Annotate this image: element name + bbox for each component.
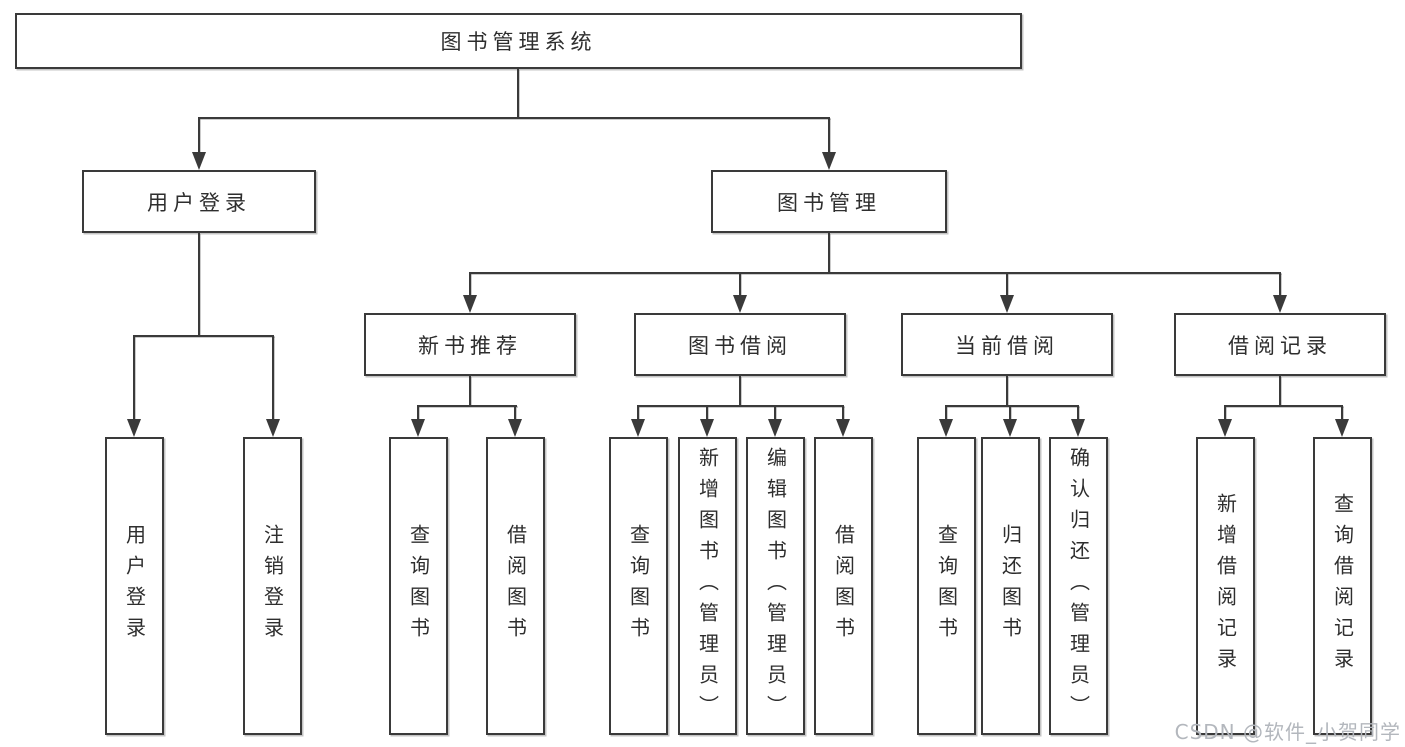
- leaf-add-borrow-record-label: 新增借阅记录: [1213, 493, 1238, 679]
- leaf-edit-books: 编辑图书（管理员）: [746, 437, 805, 735]
- arrowhead-leaf-query-borrow-record-icon: [1335, 419, 1349, 437]
- arrowhead-book-borrow-icon: [733, 295, 747, 313]
- arrowhead-leaf-borrow-books-a-icon: [508, 419, 522, 437]
- arrowhead-book-management-icon: [822, 152, 836, 170]
- leaf-query-borrow-record-label: 查询借阅记录: [1330, 493, 1355, 679]
- watermark: CSDN @软件_小贺同学: [1174, 720, 1401, 744]
- leaf-borrow-books-a: 借阅图书: [486, 437, 545, 735]
- arrowhead-leaf-query-books-a-icon: [411, 419, 425, 437]
- leaf-query-books-c-label: 查询图书: [934, 524, 959, 648]
- arrowhead-leaf-query-books-b-icon: [631, 419, 645, 437]
- edge-to-book-borrow: [739, 273, 741, 296]
- leaf-borrow-books-b: 借阅图书: [814, 437, 873, 735]
- edge-to-leaf-return-books: [1009, 406, 1011, 419]
- edge-to-leaf-query-books-a: [417, 406, 419, 419]
- edge-to-leaf-borrow-books-a: [514, 406, 516, 419]
- arrowhead-leaf-add-books-icon: [700, 419, 714, 437]
- leaf-logout: 注销登录: [243, 437, 302, 735]
- edge-new-book-recommend-bar: [417, 405, 517, 407]
- leaf-confirm-return: 确认归还（管理员）: [1049, 437, 1108, 735]
- edge-to-leaf-add-books: [706, 406, 708, 419]
- leaf-query-books-c: 查询图书: [917, 437, 976, 735]
- edge-level3-bar: [469, 272, 1281, 274]
- leaf-query-borrow-record: 查询借阅记录: [1313, 437, 1372, 735]
- leaf-logout-label: 注销登录: [260, 524, 285, 648]
- arrowhead-leaf-query-books-c-icon: [939, 419, 953, 437]
- edge-current-borrow-bar: [945, 405, 1079, 407]
- edge-level2-bar: [198, 117, 830, 119]
- leaf-add-books-label: 新增图书（管理员）: [695, 446, 720, 726]
- edge-to-leaf-user-login: [133, 336, 135, 419]
- edge-user-login-drop: [198, 233, 200, 336]
- edge-to-leaf-add-borrow-record: [1224, 406, 1226, 419]
- arrowhead-leaf-add-borrow-record-icon: [1218, 419, 1232, 437]
- leaf-query-books-b: 查询图书: [609, 437, 668, 735]
- arrowhead-leaf-borrow-books-b-icon: [836, 419, 850, 437]
- edge-book-borrow-drop: [739, 376, 741, 406]
- edge-to-leaf-query-books-b: [637, 406, 639, 419]
- edge-book-management-drop: [828, 233, 830, 273]
- edge-to-leaf-query-books-c: [945, 406, 947, 419]
- arrowhead-borrow-records-icon: [1273, 295, 1287, 313]
- edge-to-current-borrow: [1006, 273, 1008, 296]
- arrowhead-leaf-logout-icon: [266, 419, 280, 437]
- edge-root-drop: [517, 69, 519, 118]
- node-root: 图书管理系统: [15, 13, 1022, 69]
- arrowhead-user-login-icon: [192, 152, 206, 170]
- edge-borrow-records-bar: [1224, 405, 1343, 407]
- edge-to-borrow-records: [1279, 273, 1281, 296]
- edge-borrow-records-drop: [1279, 376, 1281, 406]
- leaf-add-borrow-record: 新增借阅记录: [1196, 437, 1255, 735]
- leaf-edit-books-label: 编辑图书（管理员）: [763, 446, 788, 726]
- leaf-borrow-books-b-label: 借阅图书: [831, 524, 856, 648]
- leaf-return-books-label: 归还图书: [998, 524, 1023, 648]
- node-book-borrow-label: 图书借阅: [688, 333, 792, 358]
- edge-book-borrow-bar: [637, 405, 844, 407]
- node-new-book-recommend: 新书推荐: [364, 313, 576, 376]
- leaf-query-books-a: 查询图书: [389, 437, 448, 735]
- leaf-user-login-label: 用户登录: [122, 524, 147, 648]
- node-current-borrow: 当前借阅: [901, 313, 1113, 376]
- node-book-borrow: 图书借阅: [634, 313, 846, 376]
- edge-to-book-management: [828, 118, 830, 152]
- node-user-login: 用户登录: [82, 170, 316, 233]
- node-user-login-label: 用户登录: [147, 190, 251, 215]
- node-root-label: 图书管理系统: [440, 30, 597, 54]
- arrowhead-leaf-return-books-icon: [1003, 419, 1017, 437]
- node-book-management-label: 图书管理: [777, 190, 881, 215]
- edge-to-leaf-edit-books: [774, 406, 776, 419]
- leaf-return-books: 归还图书: [981, 437, 1040, 735]
- arrowhead-leaf-edit-books-icon: [768, 419, 782, 437]
- node-new-book-recommend-label: 新书推荐: [418, 333, 522, 358]
- leaf-borrow-books-a-label: 借阅图书: [503, 524, 528, 648]
- edge-to-leaf-query-borrow-record: [1341, 406, 1343, 419]
- edge-user-login-bar: [133, 335, 274, 337]
- edge-new-book-recommend-drop: [469, 376, 471, 406]
- leaf-confirm-return-label: 确认归还（管理员）: [1066, 446, 1091, 726]
- edge-to-leaf-confirm-return: [1077, 406, 1079, 419]
- edge-to-leaf-logout: [272, 336, 274, 419]
- leaf-query-books-a-label: 查询图书: [406, 524, 431, 648]
- leaf-user-login: 用户登录: [105, 437, 164, 735]
- edge-to-new-book-recommend: [469, 273, 471, 296]
- leaf-add-books: 新增图书（管理员）: [678, 437, 737, 735]
- arrowhead-leaf-confirm-return-icon: [1071, 419, 1085, 437]
- edge-to-leaf-borrow-books-b: [842, 406, 844, 419]
- arrowhead-leaf-user-login-icon: [127, 419, 141, 437]
- leaf-query-books-b-label: 查询图书: [626, 524, 651, 648]
- edge-to-user-login: [198, 118, 200, 152]
- arrowhead-new-book-recommend-icon: [463, 295, 477, 313]
- node-borrow-records-label: 借阅记录: [1228, 333, 1332, 358]
- node-current-borrow-label: 当前借阅: [955, 333, 1059, 358]
- node-borrow-records: 借阅记录: [1174, 313, 1386, 376]
- edge-current-borrow-drop: [1006, 376, 1008, 406]
- arrowhead-current-borrow-icon: [1000, 295, 1014, 313]
- node-book-management: 图书管理: [711, 170, 947, 233]
